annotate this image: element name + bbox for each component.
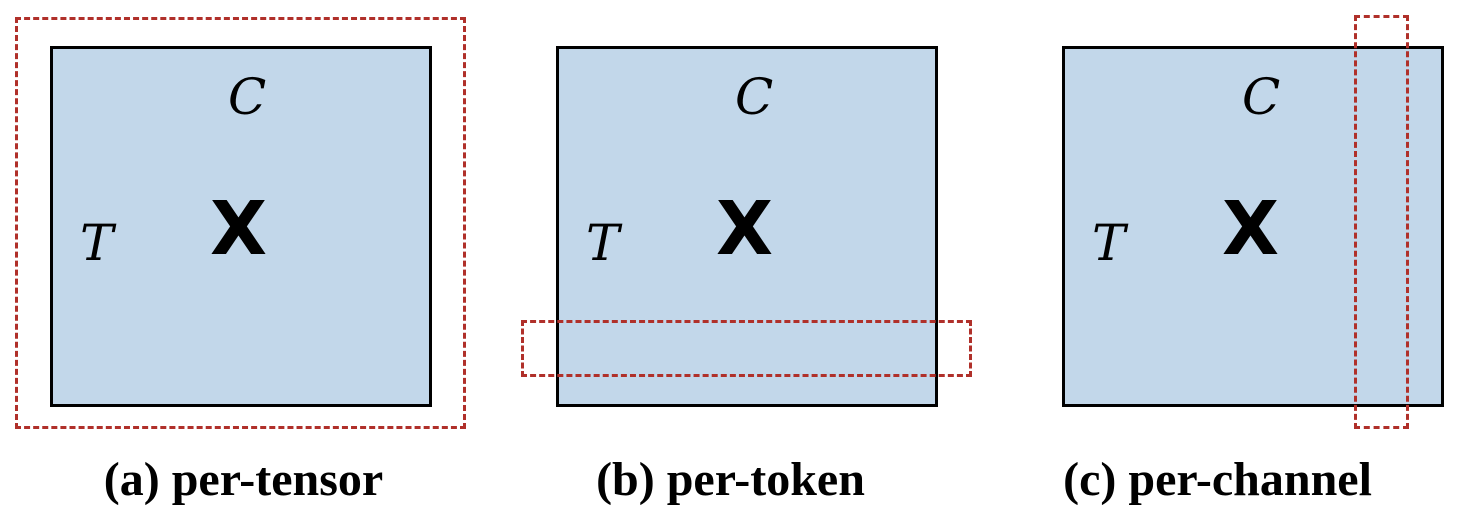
matrix-symbol: X [210, 186, 268, 272]
tensor-matrix [50, 46, 432, 407]
quantization-group-box [1354, 15, 1409, 429]
token-axis-label: T [1092, 214, 1126, 272]
panel-per-tensor: C T X (a) per-tensor [0, 0, 487, 518]
matrix-symbol: X [1222, 186, 1280, 272]
panel-caption: (c) per-channel [1063, 453, 1372, 506]
quantization-group-box [15, 17, 466, 429]
channel-axis-label: C [228, 68, 267, 126]
channel-axis-label: C [1242, 68, 1281, 126]
quantization-group-box [521, 320, 972, 377]
token-axis-label: T [80, 214, 114, 272]
panel-per-channel: C T X (c) per-channel [974, 0, 1461, 518]
panel-caption: (a) per-tensor [103, 453, 384, 506]
tensor-matrix [556, 46, 938, 407]
panel-per-token: C T X (b) per-token [487, 0, 974, 518]
tensor-matrix [1062, 46, 1444, 407]
matrix-symbol: X [716, 186, 774, 272]
panel-caption: (b) per-token [596, 453, 865, 506]
token-axis-label: T [586, 214, 620, 272]
channel-axis-label: C [735, 68, 774, 126]
